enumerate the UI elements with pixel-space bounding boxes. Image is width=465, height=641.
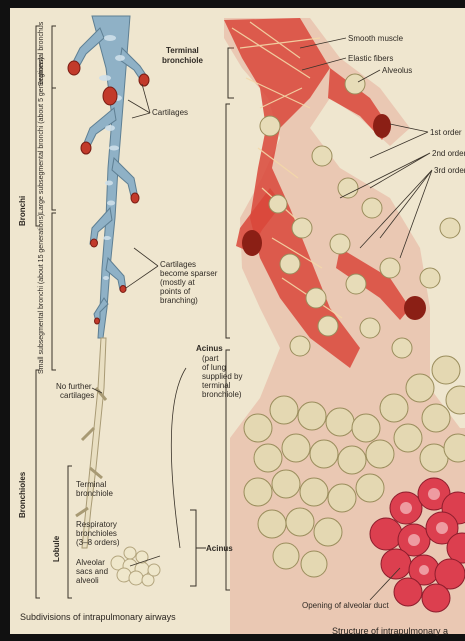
acinus-bottom-label: Acinus: [206, 544, 233, 553]
cartilages-label: Cartilages: [152, 108, 188, 117]
lobule-label: Lobule: [52, 536, 61, 562]
plate-page: Bronchi Segmental bronchus Large subsegm…: [10, 8, 465, 634]
bronchial-tree: [68, 16, 160, 586]
smooth-muscle-label: Smooth muscle: [348, 34, 403, 43]
alveolus-label: Alveolus: [382, 66, 412, 75]
acinus-illustration: [224, 18, 465, 634]
small-subsegmental-label: Small subsegmental bronchi (about 15 gen…: [38, 214, 45, 374]
first-order-label: 1st order: [430, 128, 462, 137]
opening-alveolar-duct-label: Opening of alveolar duct: [302, 601, 389, 610]
right-caption: Structure of intrapulmonary a: [332, 626, 448, 636]
bronchioles-label: Bronchioles: [18, 472, 27, 518]
elastic-fibers-label: Elastic fibers: [348, 54, 393, 63]
left-caption: Subdivisions of intrapulmonary airways: [20, 612, 176, 622]
third-order-label: 3rd order: [434, 166, 465, 175]
second-order-label: 2nd order: [432, 149, 465, 158]
large-subsegmental-label: Large subsegmental bronchi (about 5 gene…: [38, 57, 45, 214]
bronchi-label: Bronchi: [18, 196, 27, 226]
left-brackets: [36, 26, 234, 598]
